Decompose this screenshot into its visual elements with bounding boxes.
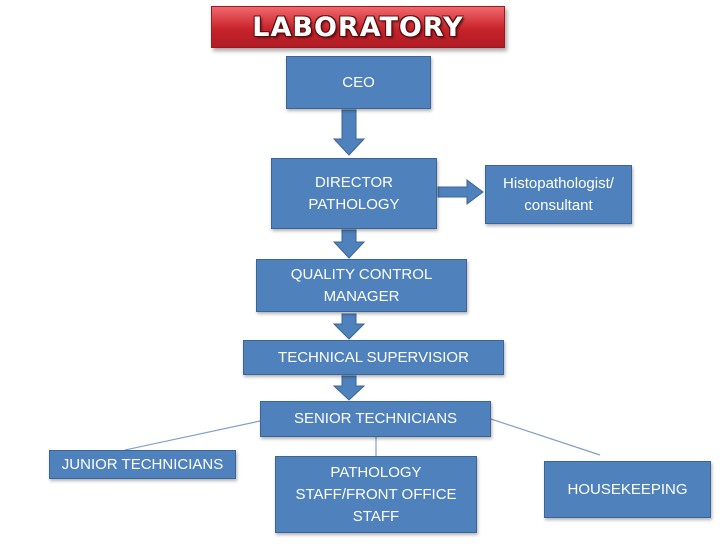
arrow-tech-supervisor-to-senior xyxy=(332,375,366,401)
node-tech-supervisor-label: TECHNICAL SUPERVISIOR xyxy=(278,348,469,366)
edge-senior-to-housekeeping xyxy=(490,418,601,456)
node-tech-supervisor: TECHNICAL SUPERVISIOR xyxy=(243,340,504,375)
node-senior-techs-label: SENIOR TECHNICIANS xyxy=(293,410,458,427)
node-director-label: DIRECTOR PATHOLOGY xyxy=(308,173,400,213)
arrow-director-to-qc-manager xyxy=(332,229,366,259)
node-housekeeping: HOUSEKEEPING xyxy=(544,461,711,518)
node-histopathologist: Histopathologist/ consultant xyxy=(485,165,632,224)
node-senior-techs: SENIOR TECHNICIANS xyxy=(260,401,491,437)
edge-senior-to-junior xyxy=(124,420,261,451)
arrow-ceo-to-director xyxy=(332,109,366,156)
node-junior-techs: JUNIOR TECHNICIANS xyxy=(49,450,236,479)
arrow-director-to-histopathologist xyxy=(437,179,484,205)
node-director: DIRECTOR PATHOLOGY xyxy=(271,158,437,229)
node-pathology-staff: PATHOLOGY STAFF/FRONT OFFICE STAFF xyxy=(275,456,477,533)
node-ceo-label: CEO xyxy=(342,73,375,91)
node-histopathologist-label: Histopathologist/ consultant xyxy=(503,174,614,214)
node-junior-techs-label: JUNIOR TECHNICIANS xyxy=(61,455,224,473)
diagram-title: LABORATORY xyxy=(211,6,505,48)
node-housekeeping-label: HOUSEKEEPING xyxy=(567,480,688,498)
arrow-qc-to-tech-supervisor xyxy=(332,313,366,340)
node-pathology-staff-label: PATHOLOGY STAFF/FRONT OFFICE STAFF xyxy=(295,463,457,525)
node-qc-manager: QUALITY CONTROL MANAGER xyxy=(256,259,467,312)
node-ceo: CEO xyxy=(286,56,431,109)
node-qc-manager-label: QUALITY CONTROL MANAGER xyxy=(290,265,433,305)
diagram-title-text: LABORATORY xyxy=(252,11,464,43)
